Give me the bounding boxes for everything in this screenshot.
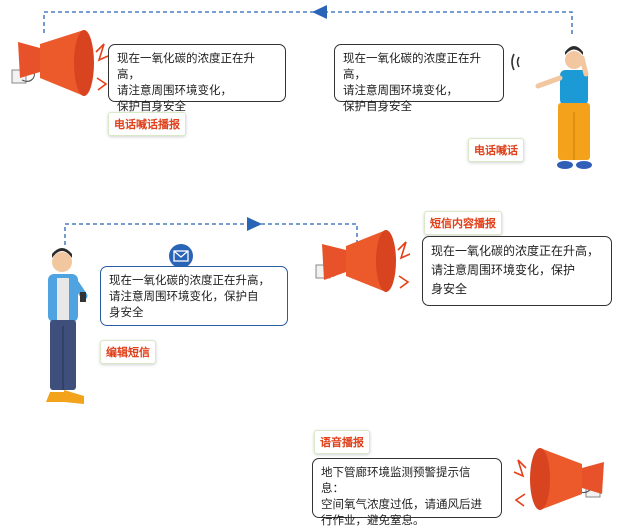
- flow1-caller-message-bubble: 现在一氧化碳的浓度正在升高， 请注意周围环境变化， 保护自身安全: [334, 44, 504, 113]
- texting-person-illustration: [46, 248, 88, 404]
- flow1-caller-tag: 电话喊话: [468, 138, 524, 162]
- flow2-speaker-message-bubble: 现在一氧化碳的浓度正在升高， 请注意周围环境变化，保护 身安全: [422, 236, 612, 306]
- loudspeaker-icon: [315, 230, 411, 292]
- message-line: 身安全: [431, 282, 468, 296]
- message-line: 保护自身安全: [343, 99, 412, 113]
- flow2-connector: [64, 223, 358, 245]
- message-line: 现在一氧化碳的浓度正在升高，: [343, 51, 481, 81]
- flow1-arrow-icon: [312, 5, 327, 19]
- message-line: 空间氧气浓度过低，请通风后进: [321, 497, 482, 511]
- message-line: 身安全: [109, 305, 144, 319]
- flow2-arrow-icon: [247, 217, 262, 231]
- flow1-connector: [43, 11, 573, 34]
- message-line: 现在一氧化碳的浓度正在升高，: [431, 244, 600, 258]
- message-line: 行作业，避免窒息。: [321, 513, 425, 527]
- flow1-speaker-message-bubble: 现在一氧化碳的浓度正在升高， 请注意周围环境变化， 保护自身安全: [108, 44, 286, 113]
- flow3-message-bubble: 地下管廊环境监测预警提示信息： 空间氧气浓度过低，请通风后进 行作业，避免窒息。: [312, 458, 502, 527]
- message-line: 现在一氧化碳的浓度正在升高，: [109, 273, 270, 287]
- message-line: 现在一氧化碳的浓度正在升高，: [117, 51, 255, 81]
- loudspeaker-icon: [11, 30, 109, 96]
- message-line: 保护自身安全: [117, 99, 186, 113]
- message-line: 请注意周围环境变化，: [343, 83, 458, 97]
- message-line: 请注意周围环境变化，保护自: [109, 289, 259, 303]
- caller-person-illustration: [511, 46, 592, 169]
- message-line: 请注意周围环境变化，保护: [431, 263, 576, 277]
- message-line: 地下管廊环境监测预警提示信息：: [321, 465, 471, 495]
- flow1-speaker-tag: 电话喊话播报: [108, 112, 186, 136]
- message-line: 请注意周围环境变化，: [117, 83, 232, 97]
- flow2-sms-message-bubble: 现在一氧化碳的浓度正在升高， 请注意周围环境变化，保护自 身安全: [100, 266, 288, 326]
- flow3-tag: 语音播报: [314, 430, 370, 454]
- flow2-speaker-tag: 短信内容播报: [424, 211, 502, 235]
- loudspeaker-icon: [513, 448, 604, 510]
- flow2-sms-tag: 编辑短信: [100, 340, 156, 364]
- mail-icon: [169, 244, 193, 268]
